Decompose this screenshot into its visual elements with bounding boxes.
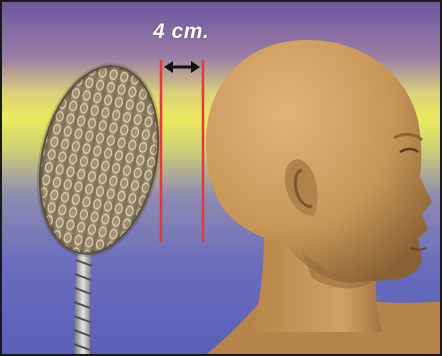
distance-label: 4 cm. bbox=[153, 20, 209, 44]
diagram-scene bbox=[2, 2, 440, 354]
